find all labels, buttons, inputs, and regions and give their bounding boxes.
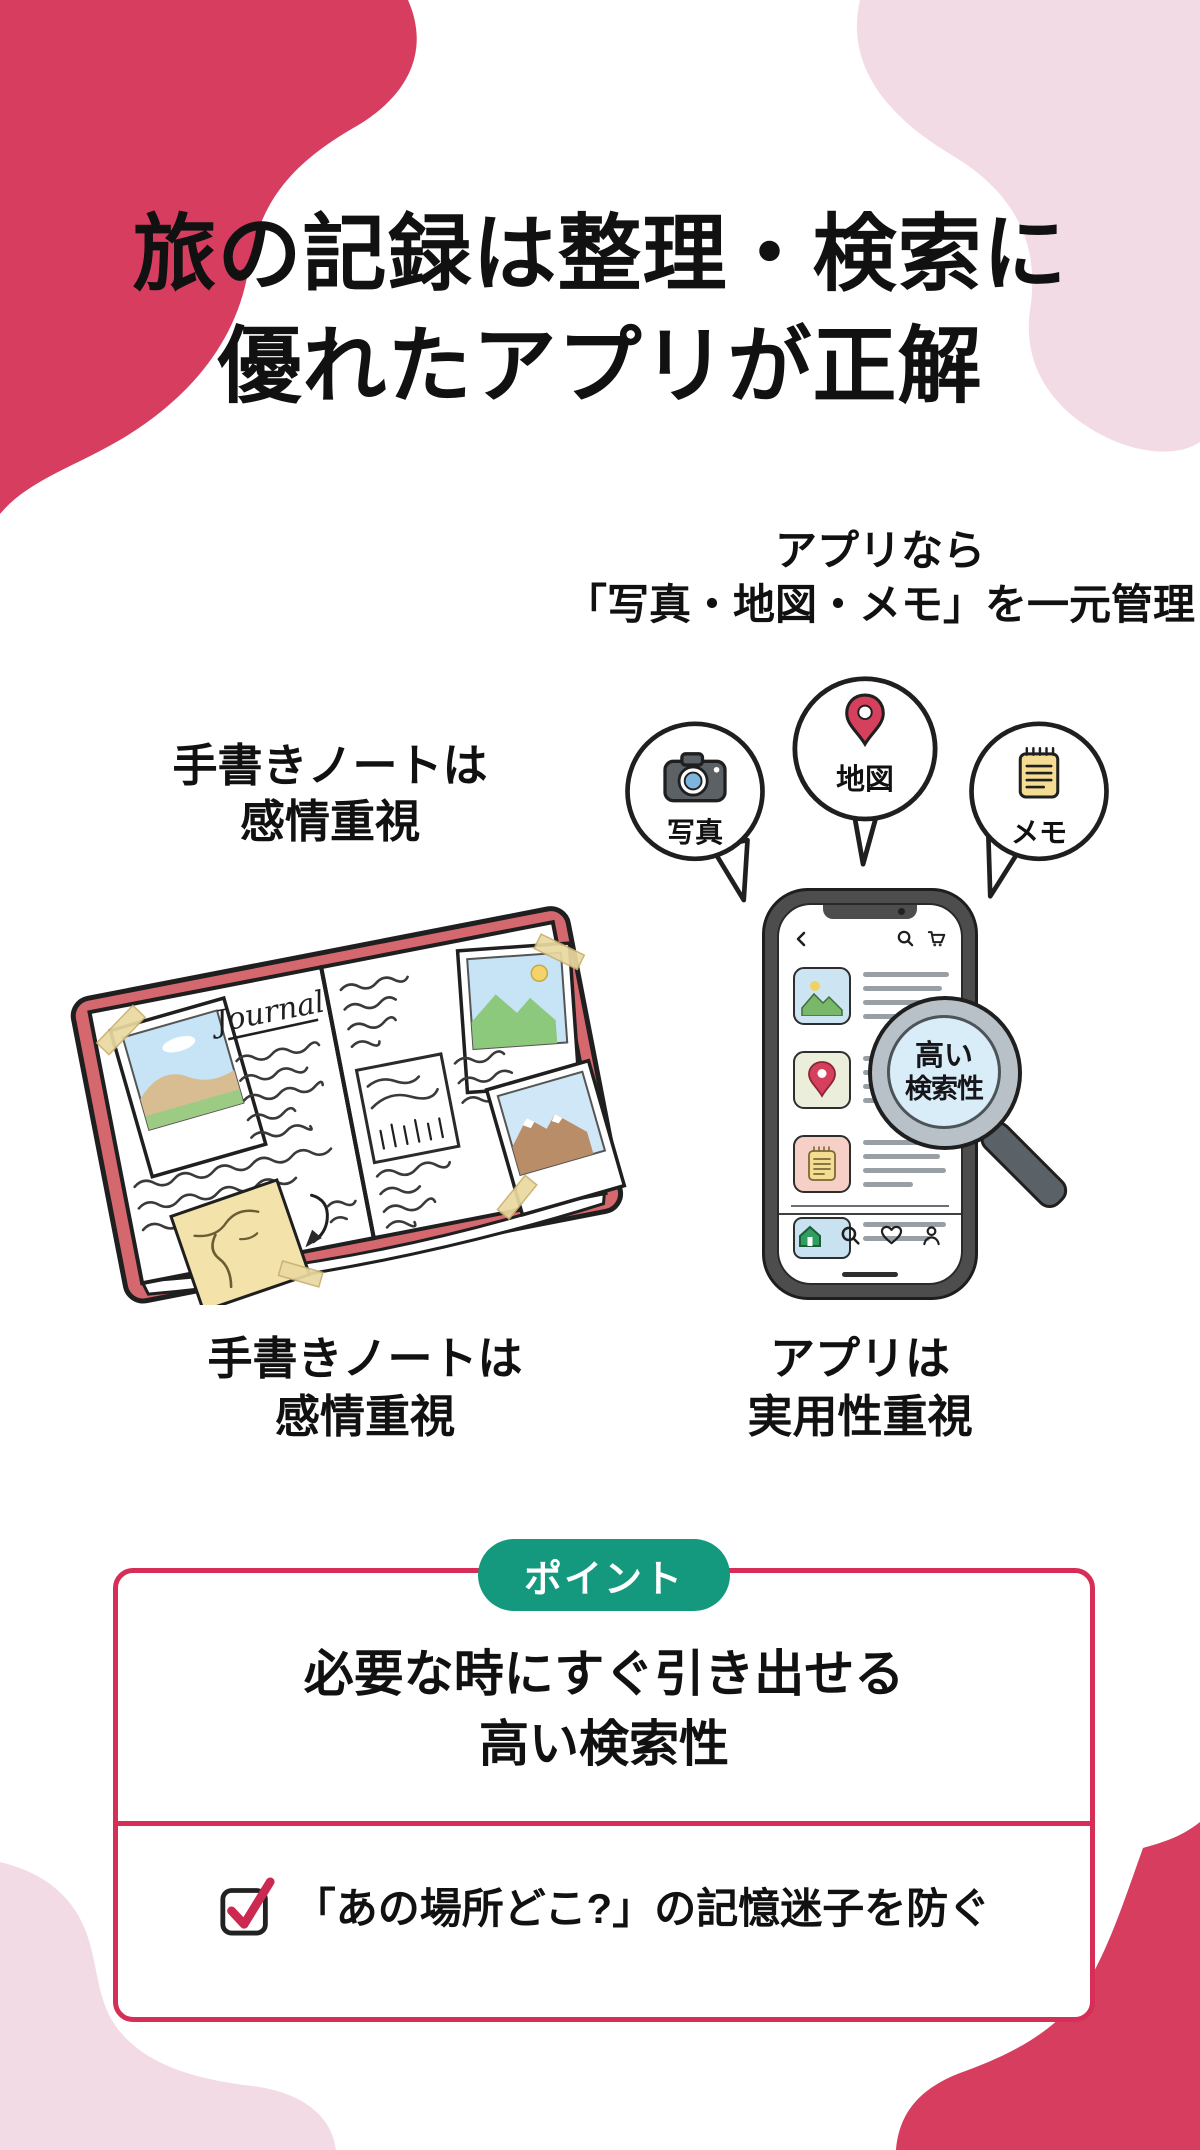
photo-speech-bubble: 写真 <box>625 721 765 903</box>
chevron-back-icon <box>796 931 806 946</box>
heart-icon <box>880 1225 902 1245</box>
phone-notch-icon <box>823 905 917 919</box>
point-text-line2: 高い検索性 <box>479 1716 729 1772</box>
sticky-note-icon <box>169 1178 324 1305</box>
map-speech-bubble: 地図 <box>792 676 938 867</box>
app-subtitle: アプリなら 「写真・地図・メモ」を一元管理 <box>560 524 1200 632</box>
memo-speech-bubble: メモ <box>969 721 1109 899</box>
magnifier-label-line1: 高い <box>914 1039 973 1072</box>
text-lines <box>863 1135 949 1193</box>
phone-topbar <box>793 929 947 948</box>
memo-bubble-label: メモ <box>1011 817 1067 848</box>
phone-navbar <box>779 1213 961 1283</box>
phone-list-item-memo <box>793 1135 949 1193</box>
page-title-line2: 優れたアプリが正解 <box>217 319 983 413</box>
page-title-line1: 旅の記録は整理・検索に <box>132 207 1068 301</box>
camera-icon <box>663 752 727 803</box>
cart-icon <box>927 931 946 947</box>
check-row: 「あの場所どこ?」の記憶迷子を防ぐ <box>118 1873 1090 1937</box>
journal-illustration: Journal <box>70 906 627 1305</box>
check-text: 「あの場所どこ?」の記憶迷子を防ぐ <box>293 1884 991 1932</box>
page-title: 旅の記録は整理・検索に 優れたアプリが正解 <box>0 198 1200 422</box>
memo-icon <box>1018 746 1060 799</box>
magnifier-icon: 高い 検索性 <box>868 996 1108 1226</box>
map-bubble-label: 地図 <box>836 764 894 796</box>
point-badge: ポイント <box>478 1539 730 1611</box>
home-indicator <box>842 1272 898 1277</box>
app-caption-line1: アプリは <box>769 1333 950 1384</box>
point-box-divider <box>118 1821 1090 1826</box>
list-separator <box>791 1205 949 1207</box>
tape-icon <box>533 933 586 971</box>
magnifier-label-line2: 検索性 <box>905 1073 984 1104</box>
journal-photo-2 <box>455 933 586 1095</box>
app-subtitle-line1: アプリなら <box>774 527 985 574</box>
point-text-line1: 必要な時にすぐ引き出せる <box>303 1646 905 1702</box>
search-icon <box>841 1226 861 1245</box>
magnifier-lens: 高い 検索性 <box>887 1015 1001 1129</box>
photo-bubble-label: 写真 <box>667 817 723 848</box>
app-caption: アプリは 実用性重視 <box>640 1330 1080 1446</box>
tape-icon <box>95 1004 147 1056</box>
journal-photo-3 <box>484 1058 627 1221</box>
map-thumbnail-icon <box>793 1051 851 1109</box>
photo-thumbnail-icon <box>793 967 851 1025</box>
handwritten-label: 手書きノートは 感情重視 <box>110 738 550 850</box>
handwritten-label-line1: 手書きノートは <box>172 740 488 791</box>
journal-photo-1 <box>95 995 268 1179</box>
point-box: ポイント 必要な時にすぐ引き出せる 高い検索性 「あの場所どこ?」の記憶迷子を防… <box>113 1539 1095 2022</box>
handwritten-caption-line2: 感情重視 <box>274 1391 455 1442</box>
profile-icon <box>923 1226 940 1246</box>
handwritten-label-line2: 感情重視 <box>239 796 420 847</box>
handwritten-caption: 手書きノートは 感情重視 <box>145 1330 585 1446</box>
map-pin-icon <box>845 693 885 748</box>
journal-sketch <box>354 1052 461 1165</box>
tape-icon <box>496 1174 538 1221</box>
search-icon <box>897 930 914 947</box>
point-text: 必要な時にすぐ引き出せる 高い検索性 <box>118 1639 1090 1779</box>
checkbox-icon <box>220 1877 275 1936</box>
memo-thumbnail-icon <box>793 1135 851 1193</box>
home-icon <box>799 1225 822 1247</box>
app-caption-line2: 実用性重視 <box>747 1391 973 1442</box>
handwritten-caption-line1: 手書きノートは <box>207 1333 523 1384</box>
app-subtitle-line2: 「写真・地図・メモ」を一元管理 <box>564 581 1195 628</box>
